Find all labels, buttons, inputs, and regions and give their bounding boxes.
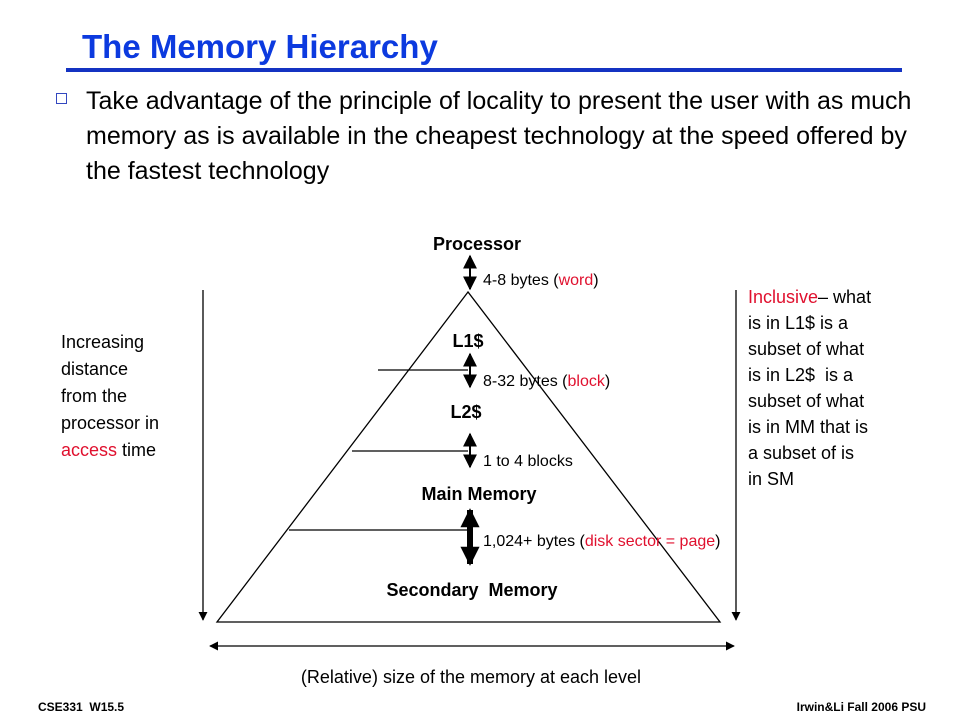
transfer-label-blocks: 1 to 4 blocks	[483, 453, 573, 470]
distance-note: Increasing distance from the processor i…	[61, 332, 164, 460]
transfer-label-word: 4-8 bytes (word)	[483, 272, 599, 289]
pyramid-outline	[215, 290, 722, 623]
slide-title: The Memory Hierarchy	[82, 28, 438, 65]
size-label: (Relative) size of the memory at each le…	[301, 667, 641, 687]
inclusive-note: Inclusive– what is in L1$ is a subset of…	[748, 287, 876, 489]
transfer-label-page: 1,024+ bytes (disk sector = page)	[483, 533, 720, 550]
processor-label: Processor	[433, 234, 521, 254]
level-label-l1: L1$	[452, 331, 483, 351]
level-label-secondary-memory: Secondary Memory	[386, 580, 557, 600]
level-label-l2: L2$	[450, 402, 481, 422]
bullet-checkbox-icon	[56, 93, 67, 104]
title-underline	[66, 68, 902, 72]
footer-right: Irwin&Li Fall 2006 PSU	[797, 700, 926, 714]
bullet-text: Take advantage of the principle of local…	[86, 87, 912, 185]
level-label-main-memory: Main Memory	[421, 484, 536, 504]
transfer-label-block: 8-32 bytes (block)	[483, 373, 610, 390]
footer-left: CSE331 W15.5	[38, 700, 124, 714]
